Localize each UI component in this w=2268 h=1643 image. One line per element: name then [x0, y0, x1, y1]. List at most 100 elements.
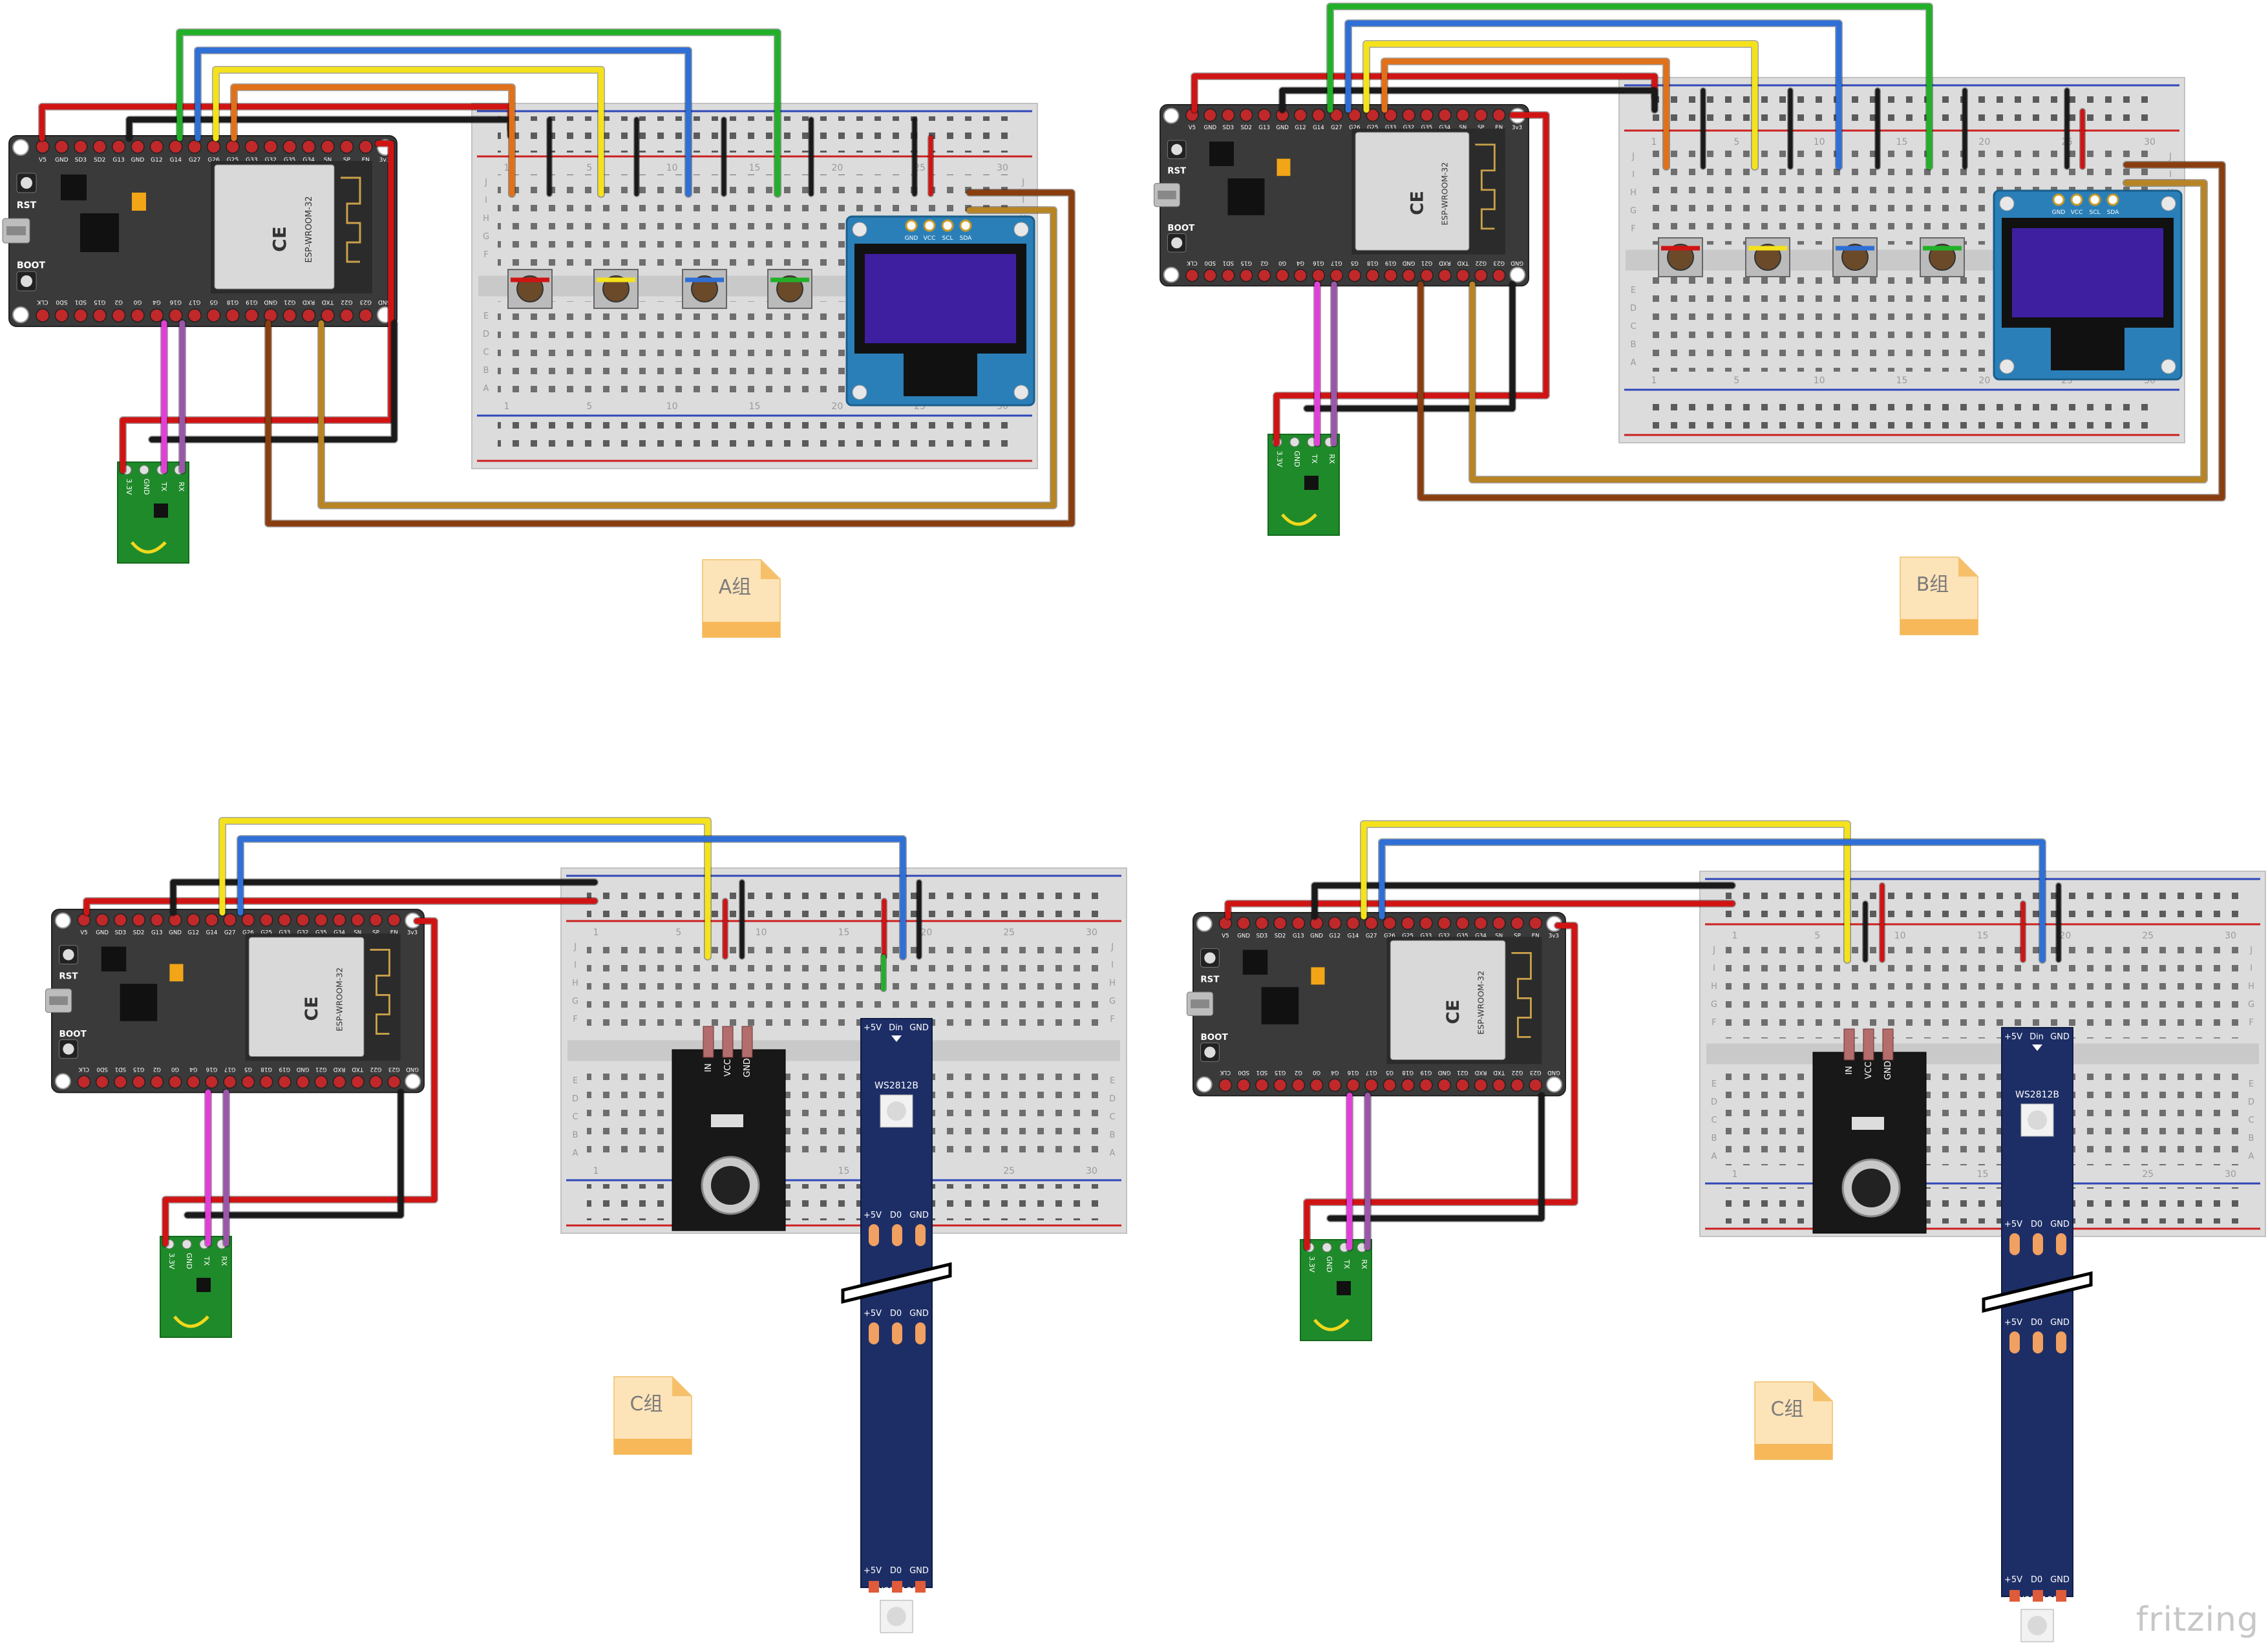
pin-label: G2	[153, 1066, 161, 1072]
column-number: 10	[756, 928, 767, 938]
group-label-file-icon: B组	[1900, 556, 1978, 635]
pin-hole	[332, 1075, 346, 1089]
column-number: 25	[1003, 928, 1015, 938]
wire-core	[1327, 1092, 1545, 1222]
pin-hole	[278, 1075, 291, 1089]
wire-core	[1304, 922, 1578, 1251]
pin-label: SD2	[1240, 125, 1251, 131]
oled-pin	[2070, 193, 2083, 206]
mount-hole	[405, 1073, 421, 1090]
pin-label: G32	[1403, 125, 1415, 131]
pin-label: SN	[324, 157, 332, 164]
wire-core	[1469, 180, 2207, 483]
strip-pin-label: GND	[2050, 1575, 2070, 1585]
sensor-pin-label: GND	[1883, 1061, 1893, 1080]
row-letter: J	[1631, 152, 1635, 162]
pin-hole	[314, 913, 328, 927]
mount-hole	[54, 1073, 71, 1090]
solder-pad	[892, 1322, 902, 1344]
jumper-wire	[1326, 1092, 1545, 1222]
column-number: 30	[1086, 928, 1097, 938]
strip-pin-label: +5V	[864, 1211, 882, 1220]
row-letter: B	[483, 366, 489, 376]
group-label: B组	[1916, 573, 1949, 596]
pin-hole	[1255, 916, 1269, 930]
mount-hole	[1163, 107, 1180, 124]
row-letter: B	[2249, 1134, 2254, 1143]
pin-label: G0	[171, 1066, 179, 1072]
row-letter: I	[1111, 960, 1114, 970]
row-letter: G	[483, 232, 489, 242]
row-letter: J	[1021, 178, 1024, 187]
wire-core	[219, 818, 711, 960]
oled-pin-label: SDA	[2107, 209, 2119, 216]
uart-pin-label: 3.3V	[1275, 450, 1284, 467]
jumper-wire	[119, 140, 395, 474]
jumper-wire	[1303, 281, 1516, 412]
pin-label: RXD	[1474, 1069, 1487, 1076]
uart-antenna	[131, 541, 167, 554]
usb-port-slot	[6, 226, 26, 235]
pin-hole	[1328, 916, 1342, 930]
pin-label: SD3	[75, 157, 87, 164]
pin-label: G13	[1258, 125, 1270, 131]
pin-label: GND	[1237, 933, 1250, 939]
sensor-pin-leg	[1863, 1028, 1874, 1061]
row-letter: E	[2249, 1079, 2254, 1089]
pin-label: G23	[360, 299, 372, 305]
uart-antenna	[1313, 1319, 1350, 1331]
pin-hole	[1402, 108, 1415, 122]
file-icon-band	[703, 622, 780, 637]
boot-button-cap	[1204, 1046, 1216, 1058]
pin-hole	[1529, 1078, 1543, 1092]
fritzing-watermark: fritzing	[2136, 1600, 2259, 1639]
top-rail-holes	[1645, 90, 2159, 127]
wire-core	[120, 140, 394, 474]
pin-label: EN	[1495, 125, 1503, 131]
microphone-grille	[711, 1166, 750, 1205]
pin-label: G13	[112, 157, 124, 164]
pin-label: SD3	[1223, 125, 1234, 131]
row-letter: G	[1630, 206, 1637, 216]
file-icon-fold	[1813, 1382, 1832, 1401]
row-letter: D	[572, 1094, 578, 1104]
column-number: 10	[666, 401, 678, 412]
pin-hole	[1366, 108, 1379, 122]
pin-hole	[244, 308, 259, 323]
rst-label: RST	[1167, 166, 1186, 176]
wire-core	[83, 898, 598, 916]
strip-end-pad	[892, 1581, 902, 1593]
sensor-pin-leg	[741, 1026, 753, 1058]
pin-label: G2	[1260, 259, 1268, 266]
column-number: 5	[1814, 931, 1820, 941]
pin-label: SP	[1514, 933, 1521, 939]
sensor-pin-label: IN	[1845, 1066, 1854, 1075]
rst-button-cap	[1171, 143, 1183, 155]
tantalum-capacitor	[1311, 967, 1325, 985]
pin-hole	[54, 308, 69, 323]
pin-label: SN	[354, 929, 361, 936]
row-letter: C	[1109, 1112, 1115, 1122]
wire-core	[318, 207, 1057, 509]
rst-button-cap	[21, 177, 32, 189]
jumper-wire	[1360, 820, 1851, 964]
uart-pcb	[1300, 1239, 1372, 1341]
pin-label: SD1	[1256, 1069, 1268, 1076]
pin-label: SD3	[1256, 933, 1268, 939]
ce-mark: CE	[302, 997, 322, 1021]
pin-hole	[259, 1075, 273, 1089]
strip-break-mark	[1982, 1271, 2093, 1313]
row-letter: E	[483, 312, 489, 321]
pin-hole	[54, 140, 69, 154]
row-letter: A	[1631, 358, 1637, 368]
column-number: 15	[838, 1166, 850, 1176]
pin-label: G16	[1313, 259, 1324, 266]
tactile-push-button	[682, 269, 727, 309]
pin-hole	[1330, 268, 1344, 282]
column-number: 5	[586, 401, 592, 412]
wire-core	[1273, 112, 1549, 447]
pin-label: CLK	[1220, 1069, 1231, 1076]
strip-end-pad	[869, 1581, 879, 1593]
rst-label: RST	[59, 972, 78, 982]
